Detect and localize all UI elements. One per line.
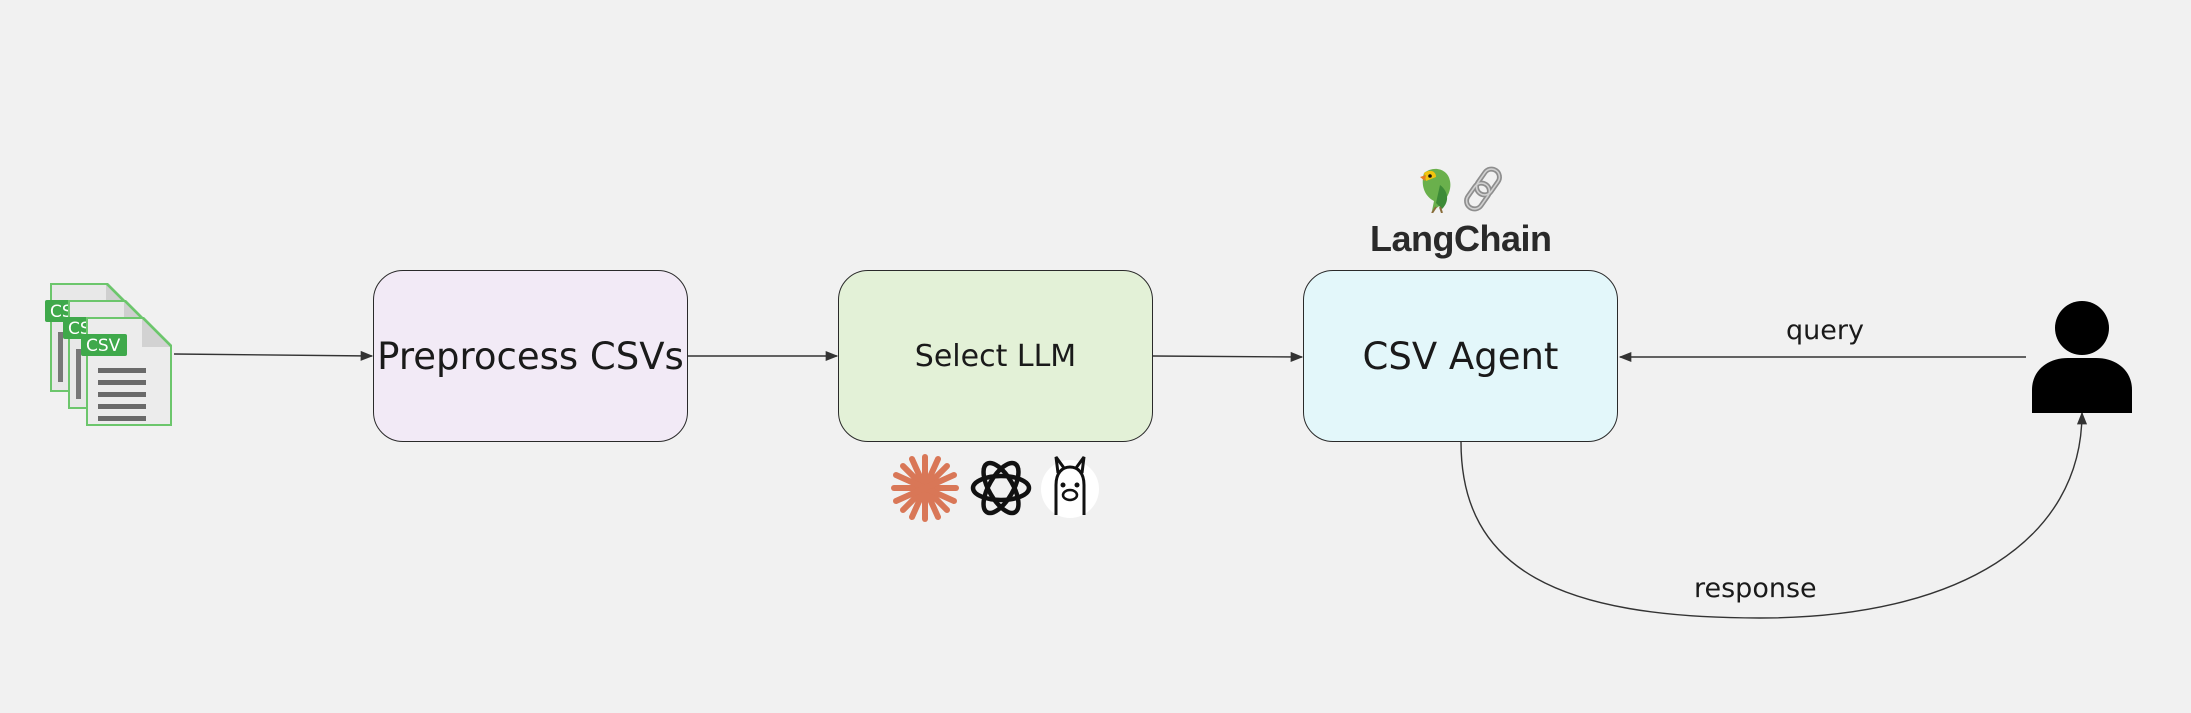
response-label: response bbox=[1694, 573, 1817, 604]
edge-llm-to-agent bbox=[1152, 351, 1304, 362]
openai-icon bbox=[970, 460, 1032, 516]
csv-agent-node: CSV Agent bbox=[1303, 270, 1618, 442]
csv-agent-label: CSV Agent bbox=[1362, 334, 1559, 378]
query-label: query bbox=[1786, 315, 1864, 346]
user-icon bbox=[2032, 301, 2132, 413]
preprocess-csvs-label: Preprocess CSVs bbox=[377, 334, 684, 378]
ollama-icon bbox=[1041, 456, 1099, 518]
select-llm-node: Select LLM bbox=[838, 270, 1153, 442]
edge-response bbox=[1460, 411, 2088, 619]
preprocess-csvs-node: Preprocess CSVs bbox=[373, 270, 688, 442]
anthropic-icon bbox=[891, 454, 959, 522]
csv-file-icon: CSV bbox=[81, 317, 172, 426]
csv-files-icon: CSV CSV CSV bbox=[45, 283, 172, 426]
parrot-icon bbox=[1420, 168, 1451, 213]
csv-file-text: CSV bbox=[86, 336, 121, 356]
select-llm-label: Select LLM bbox=[914, 338, 1077, 374]
langchain-label: LangChain bbox=[1370, 218, 1552, 259]
edge-files-to-preprocess bbox=[173, 350, 374, 361]
chain-link-icon bbox=[1464, 166, 1502, 212]
